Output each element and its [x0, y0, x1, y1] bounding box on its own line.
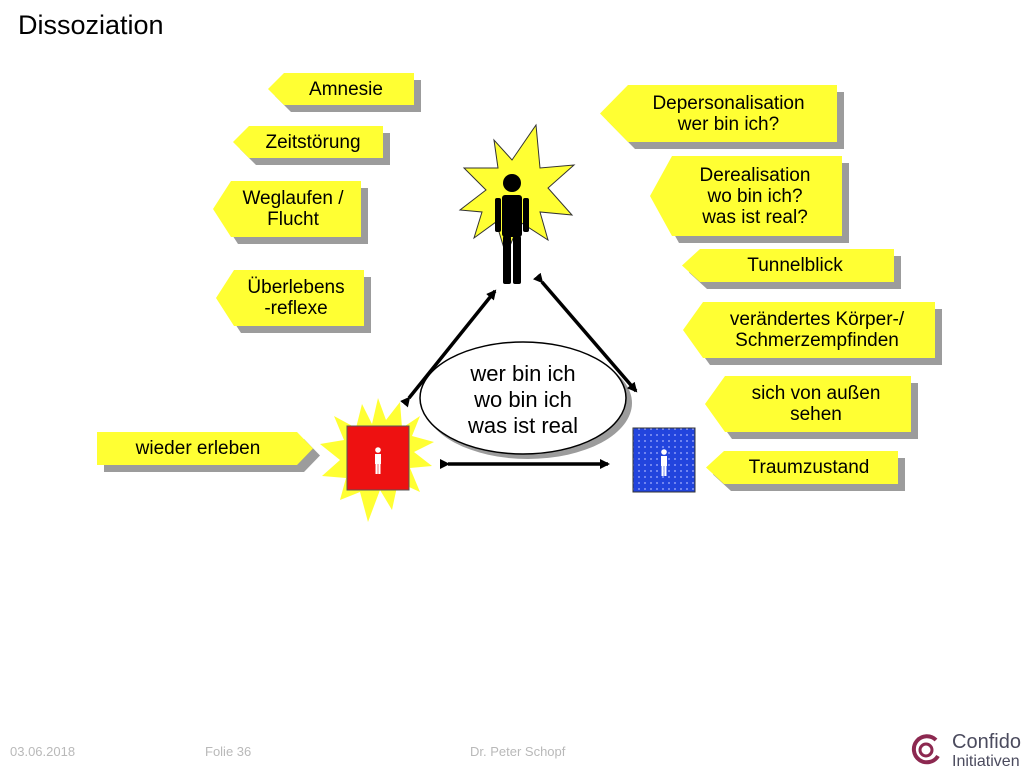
footer-author: Dr. Peter Schopf: [470, 744, 566, 759]
tag-wieder-erleben: wieder erleben: [97, 432, 313, 465]
center-text-line-3: was ist real: [467, 413, 578, 438]
tag-ueberlebensreflexe: Überlebens-reflexe: [216, 270, 371, 333]
tag-amnesie: Amnesie: [268, 73, 421, 112]
footer-date: 03.06.2018: [10, 744, 76, 759]
tag-traumzustand: Traumzustand: [706, 451, 905, 491]
tag-zeitstoerung: Zeitstörung: [233, 126, 390, 165]
center-text-line-1: wer bin ich: [469, 361, 575, 386]
arrow-top-left: [400, 289, 497, 408]
tag-weglaufen: Weglaufen /Flucht: [213, 181, 368, 244]
person-icon-blue: [661, 449, 667, 476]
footer-slide-number: Folie 36: [205, 744, 252, 759]
slide-title: Dissoziation: [18, 10, 164, 40]
arrow-top-right: [532, 272, 638, 393]
logo-wordmark: Confido Initiativen: [952, 731, 1021, 770]
tag-tunnelblick: Tunnelblick: [682, 249, 901, 289]
tag-koerperempfinden: verändertes Körper-/Schmerzempfinden: [683, 302, 942, 365]
person-icon-top: [495, 174, 529, 284]
confido-logo-icon: [911, 734, 940, 765]
person-icon-red: [375, 447, 381, 474]
center-text-line-2: wo bin ich: [473, 387, 572, 412]
